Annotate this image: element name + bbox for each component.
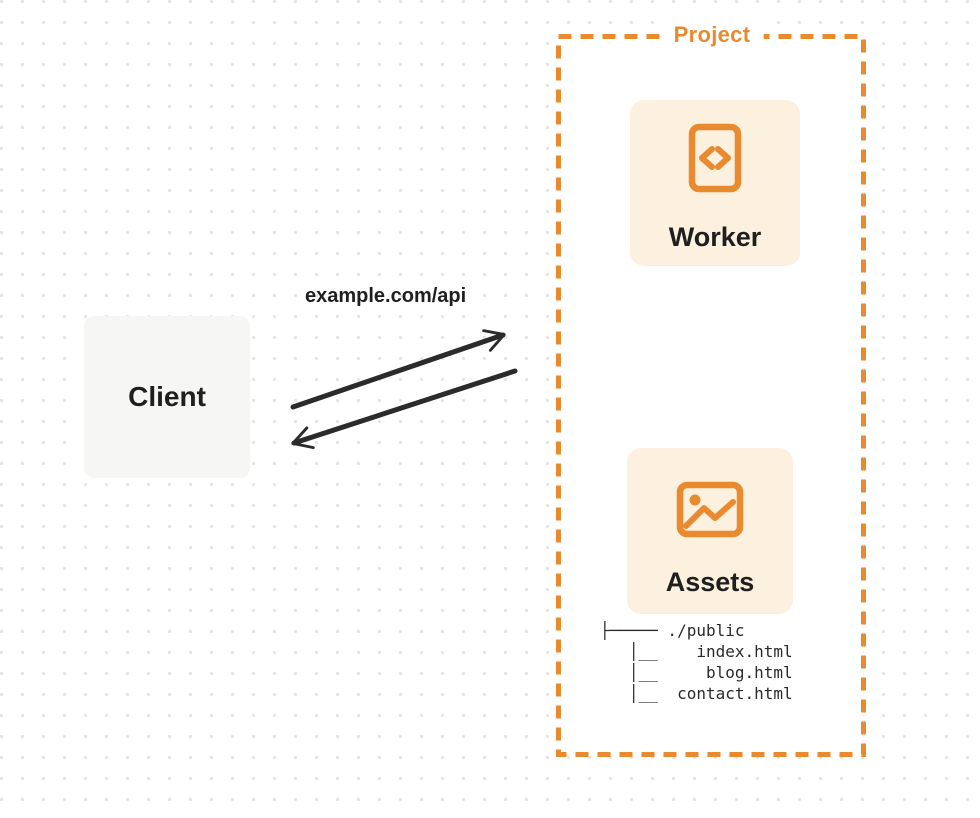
image-icon (676, 481, 744, 538)
project-label: Project (660, 21, 764, 49)
tree-line-public: ├───── ./public (600, 621, 745, 640)
tree-line-contact: │__ contact.html (600, 684, 793, 703)
request-arrow (290, 329, 506, 410)
worker-node: Worker (630, 100, 800, 266)
code-icon (688, 123, 742, 193)
client-node: Client (84, 316, 250, 478)
request-url-label: example.com/api (305, 285, 467, 307)
tree-line-blog: │__ blog.html (600, 663, 793, 682)
tree-line-index: │__ index.html (600, 642, 793, 661)
response-arrow (291, 368, 518, 450)
assets-node: Assets (627, 448, 793, 614)
worker-label: Worker (668, 222, 762, 252)
assets-label: Assets (665, 567, 755, 597)
client-label: Client (128, 381, 206, 412)
file-tree: ├───── ./public │__ index.html │__ blog.… (600, 620, 793, 704)
